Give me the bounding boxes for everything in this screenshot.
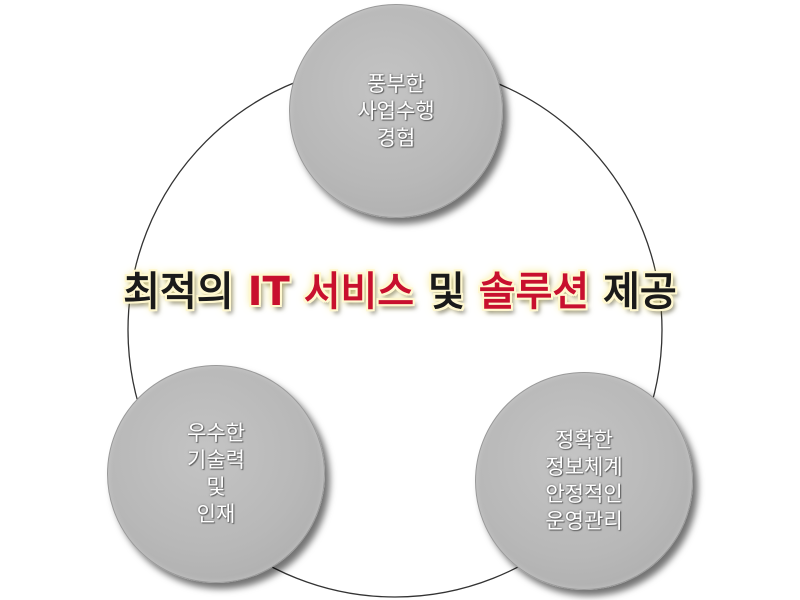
headline-part-3: 및 (428, 269, 465, 315)
node-experience-line-1: 풍부한 (367, 71, 425, 96)
node-technology-line-4: 인재 (196, 502, 236, 526)
node-technology-line-3: 및 (206, 475, 226, 499)
headline-part-4: 솔루션 (478, 269, 590, 315)
node-operations-line-4: 운영관리 (545, 509, 623, 533)
node-operations-line-1: 정확한 (555, 428, 613, 452)
node-experience-line-2: 사업수행 (357, 98, 435, 123)
node-technology-line-1: 우수한 (187, 421, 245, 445)
node-operations: 정확한 정보체계 안정적인 운영관리 (475, 372, 693, 590)
headline-part-5: 제공 (603, 269, 677, 315)
headline-part-1: 최적의 (123, 269, 234, 315)
node-experience: 풍부한 사업수행 경험 (289, 4, 503, 218)
node-technology-line-2: 기술력 (187, 448, 245, 472)
node-operations-line-2: 정보체계 (545, 455, 623, 479)
headline: 최적의 IT 서비스 및 솔루션 제공 (0, 262, 800, 322)
node-technology: 우수한 기술력 및 인재 (107, 365, 325, 583)
node-operations-line-3: 안정적인 (545, 482, 623, 506)
headline-part-2: IT 서비스 (247, 269, 415, 315)
node-experience-line-3: 경험 (376, 125, 416, 150)
